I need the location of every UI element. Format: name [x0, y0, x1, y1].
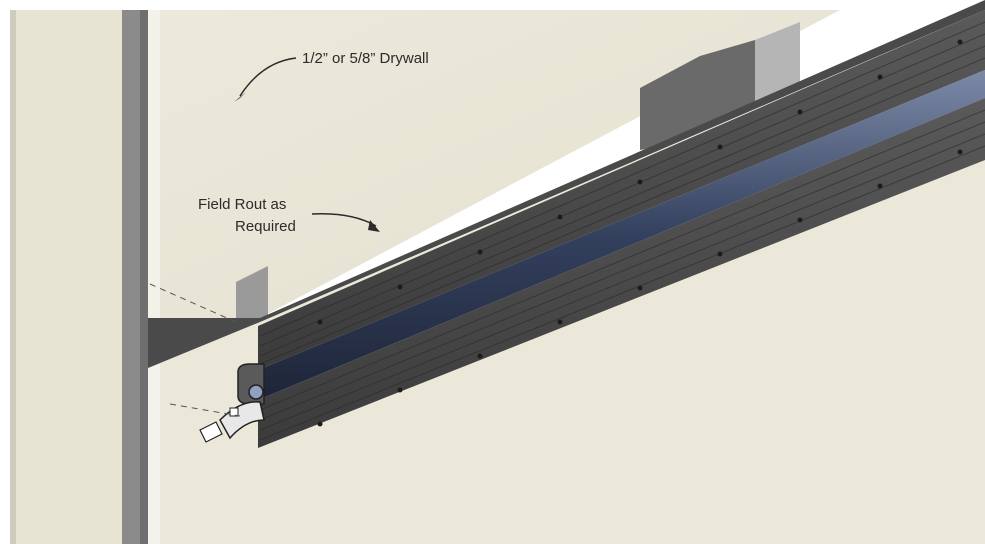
rail-end-bracket [199, 363, 265, 443]
left-drywall-panel [10, 10, 122, 544]
upper-drywall-edge [148, 10, 160, 318]
rail-grooves [259, 21, 985, 441]
field-rout-arrowhead [368, 220, 380, 232]
lower-drywall-edge [148, 364, 160, 544]
drywall-arrow [239, 57, 297, 97]
horizontal-gap [148, 0, 985, 368]
left-drywall-edge [10, 10, 16, 544]
rail-rivets [317, 39, 963, 427]
dashed-guides [149, 283, 241, 417]
vertical-stud-shadow [140, 10, 148, 544]
drywall-label: 1/2” or 5/8” Drywall [302, 50, 429, 67]
field-rout-label-line2: Required [235, 218, 296, 235]
field-rout-label-line1: Field Rout as [198, 196, 287, 213]
rail-channel [258, 70, 985, 400]
drywall-arrowhead [234, 92, 246, 102]
stud-behind-1 [236, 266, 268, 322]
